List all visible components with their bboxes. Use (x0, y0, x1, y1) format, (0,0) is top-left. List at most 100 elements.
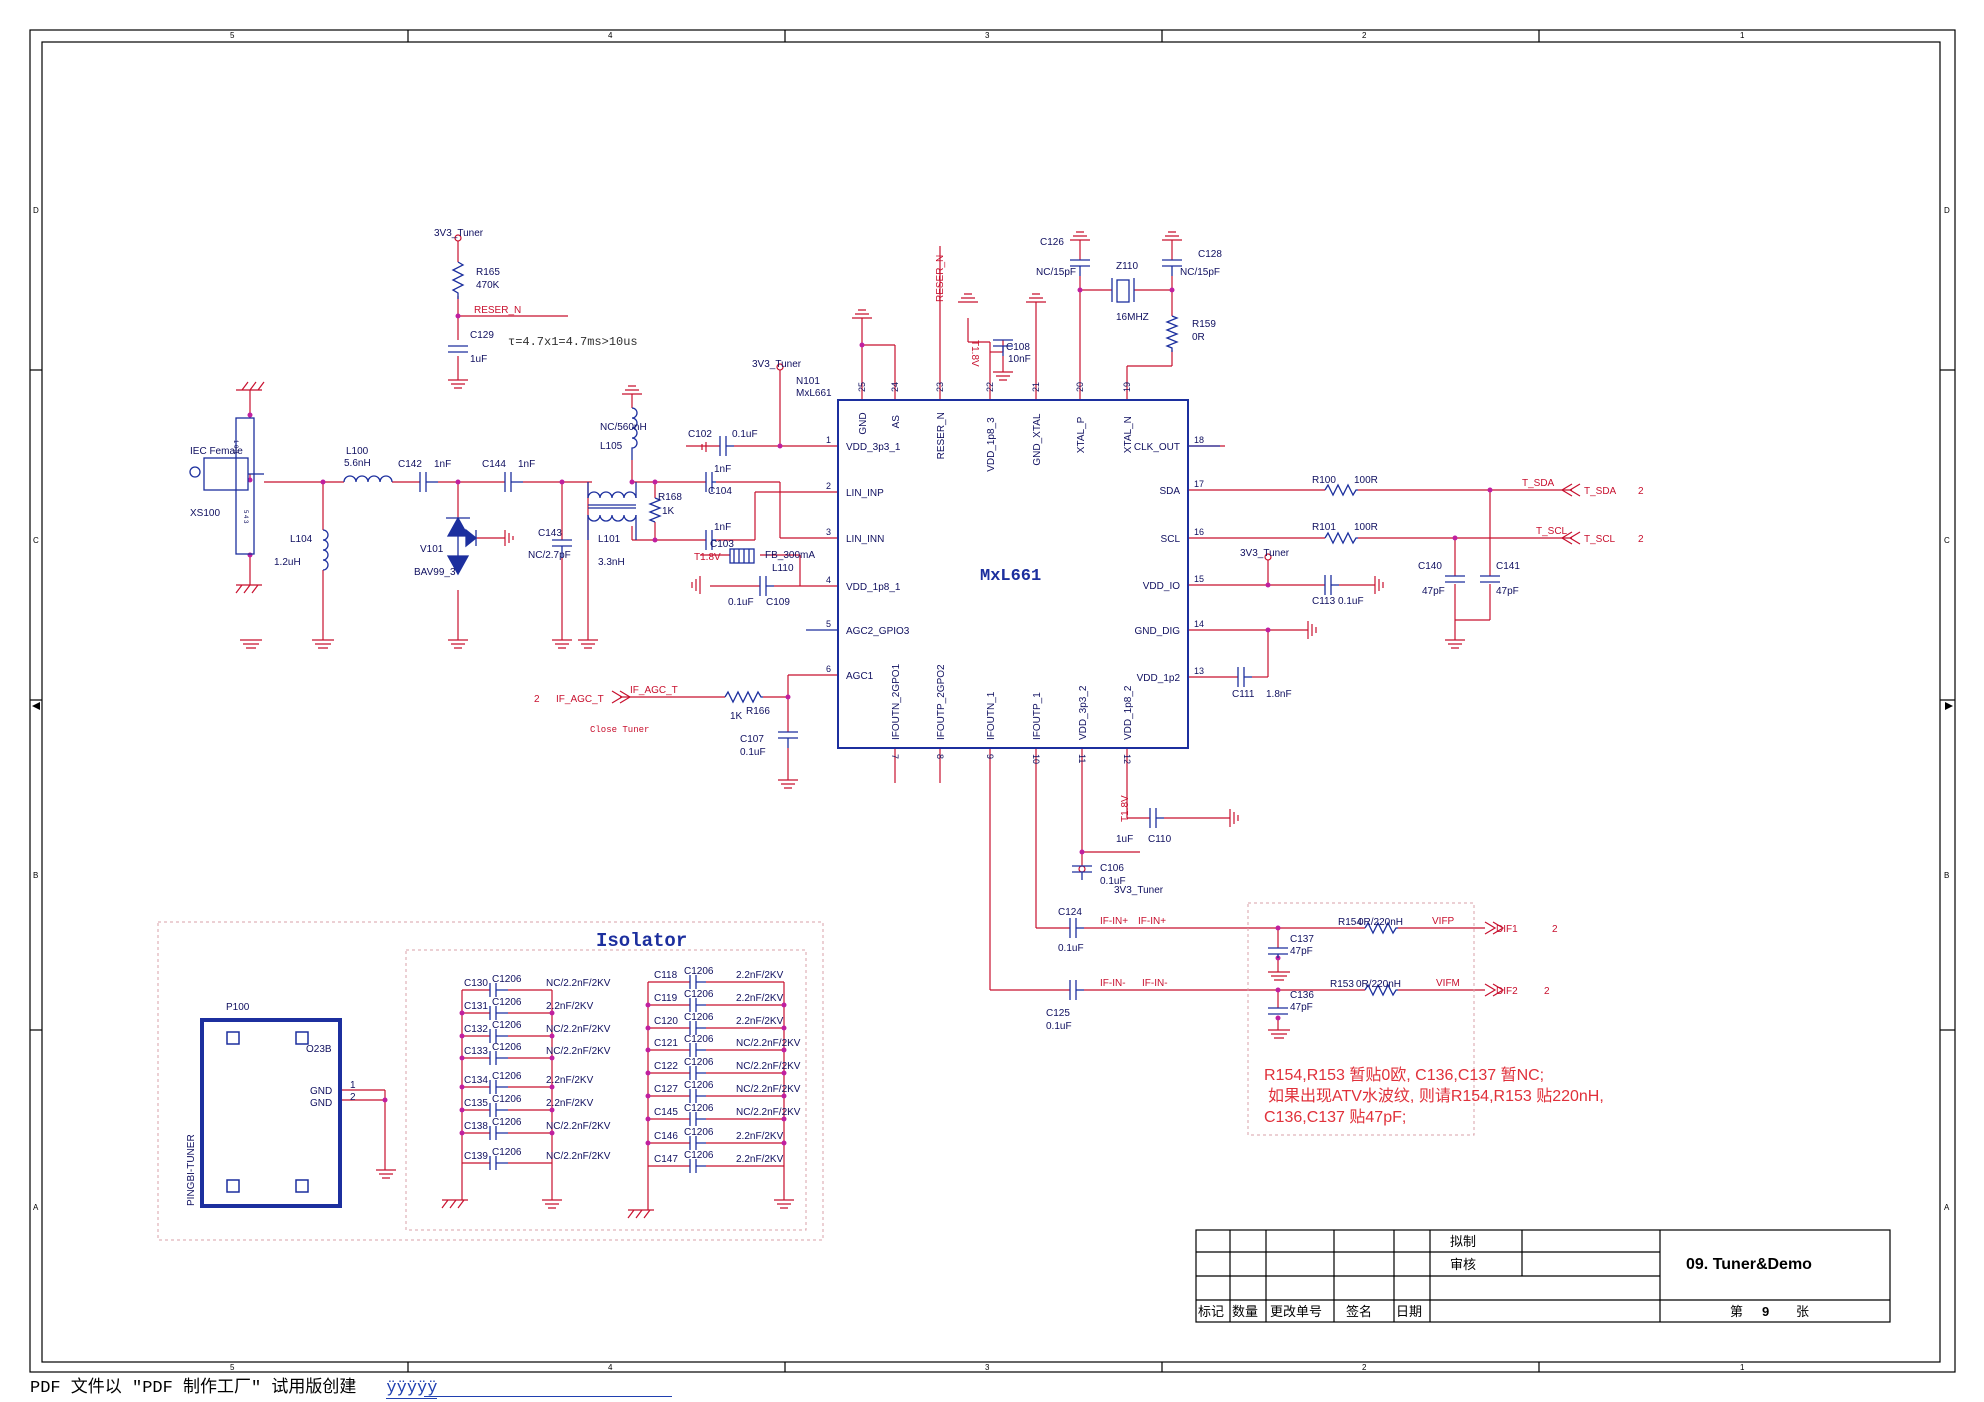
chip-pin-number: 12 (1122, 754, 1132, 764)
isolator-cap-package: C1206 (492, 1042, 522, 1053)
chip-pin-number: 1 (826, 435, 831, 445)
isolator-cap-value: 2.2nF/2KV (736, 1131, 784, 1142)
frame-zone-labels: 5 4 3 2 1 5 4 3 2 1 D C B A D C B A (33, 31, 1950, 1372)
net-if-in-n: IF-IN- (1100, 978, 1126, 989)
r101-value: 100R (1354, 522, 1378, 533)
c102-ref: C102 (688, 429, 712, 440)
net-t-sda: T_SDA (1522, 478, 1555, 489)
l104-value: 1.2uH (274, 557, 301, 568)
c125-ref: C125 (1046, 1008, 1070, 1019)
chip-pin-number: 8 (935, 754, 945, 759)
footer-text: PDF 文件以 "PDF 制作工厂" 试用版创建 (30, 1379, 357, 1398)
isolator-cap-value: 2.2nF/2KV (546, 1001, 594, 1012)
close-tuner-note: Close Tuner (590, 725, 649, 735)
row-label: C (33, 536, 39, 545)
isolator-cap-ref: C131 (464, 1001, 488, 1012)
c113-ref: C113 (1312, 596, 1336, 607)
chip-pin-number: 11 (1077, 754, 1087, 763)
c140-value: 47pF (1422, 586, 1445, 597)
chip-pin-number: 18 (1194, 435, 1204, 445)
isolator-cap-ref: C122 (654, 1061, 678, 1072)
l100-value: 5.6nH (344, 458, 371, 469)
l105-symbol (631, 407, 638, 460)
r168-value: 1K (662, 506, 675, 517)
isolator-cap-value: 2.2nF/2KV (736, 970, 784, 981)
chip-ref: N101 (796, 376, 820, 387)
rework-note: R154,R153 暂贴0欧, C136,C137 暂NC; 如果出现ATV水波… (1264, 1066, 1604, 1126)
c106-value: 0.1uF (1100, 876, 1126, 887)
chip-pin-number: 3 (826, 527, 831, 537)
chip-pin-number: 22 (985, 382, 995, 392)
c108-ref: C108 (1006, 342, 1030, 353)
title-header-change: 更改单号 (1270, 1304, 1322, 1319)
l104-symbol (322, 529, 329, 571)
net-t-scl: T_SCL (1536, 526, 1568, 537)
iec-pins-right: 5 4 3 (242, 510, 248, 524)
chip-pin-name: IFOUTN_1 (986, 691, 997, 740)
title-header-sign: 签名 (1346, 1304, 1372, 1319)
chip-pin-number: 15 (1194, 574, 1204, 584)
title-header-mark: 标记 (1198, 1304, 1224, 1319)
frame-arrow-right (1945, 702, 1953, 710)
xs100-ref: XS100 (190, 508, 220, 519)
c137-value: 47pF (1290, 946, 1313, 957)
chip-pin-name: VDD_1p2 (1137, 673, 1181, 684)
net-if-in-p: IF-IN+ (1100, 916, 1128, 927)
net-t1v8: T1.8V (1120, 795, 1131, 822)
chip-pin-name: RESER_N (936, 412, 947, 459)
chip-pin-number: 7 (890, 754, 900, 759)
isolator-cap-package: C1206 (684, 1012, 714, 1023)
c111-ref: C111 (1232, 689, 1255, 700)
net-vifp: VIFP (1432, 916, 1455, 927)
net-if-agc-t: IF_AGC_T (556, 694, 604, 705)
l105-value: NC/560nH (600, 422, 647, 433)
chip-pin-name: VDD_1p8_2 (1123, 685, 1134, 740)
chip-pin-number: 4 (826, 575, 831, 585)
chip-pin-number: 9 (985, 754, 995, 759)
net-3v3-tuner: 3V3_Tuner (1114, 885, 1164, 896)
isolator-cap-value: 2.2nF/2KV (736, 1154, 784, 1165)
col-label: 5 (230, 1363, 235, 1372)
footer-link[interactable]: ÿÿÿÿÿ (386, 1379, 438, 1399)
power-flags (454, 234, 1272, 873)
net-vifm: VIFM (1436, 978, 1460, 989)
c126-ref: C126 (1040, 237, 1064, 248)
isolator-cap-ref: C135 (464, 1098, 488, 1109)
col-label: 1 (1740, 31, 1745, 40)
wires (249, 240, 1572, 1210)
r159-value: 0R (1192, 332, 1205, 343)
isolator-cap-ref: C145 (654, 1107, 678, 1118)
isolator-cap-package: C1206 (684, 1080, 714, 1091)
mxl661-chip-body (837, 399, 1189, 749)
r154-value: 0R/220nH (1358, 917, 1403, 928)
chip-pin-number: 10 (1031, 754, 1041, 764)
isolator-cap-value: NC/2.2nF/2KV (736, 1038, 801, 1049)
chip-pin-name: IFOUTN_2GPO1 (891, 663, 902, 740)
chip-pins: 25GND24AS23RESER_N22VDD_1p8_321GND_XTAL2… (826, 382, 1204, 764)
iec-label: IEC Female (190, 446, 243, 457)
net-if-agc-t-flag: IF_AGC_T (630, 685, 678, 696)
title-block (1195, 1229, 1891, 1323)
isolator-cap-value: NC/2.2nF/2KV (736, 1084, 801, 1095)
isolator-cap-package: C1206 (492, 1071, 522, 1082)
l110-ref: L110 (772, 563, 794, 574)
row-label: B (1944, 871, 1949, 880)
isolator-cap-ref: C132 (464, 1024, 488, 1035)
row-label: C (1944, 536, 1950, 545)
chip-pin-number: 13 (1194, 666, 1204, 676)
chip-pin-number: 17 (1194, 479, 1204, 489)
frame-arrow-left (32, 702, 40, 710)
chip-pin-number: 5 (826, 619, 831, 629)
chip-pin-number: 6 (826, 664, 831, 674)
c104-ref: C104 (708, 486, 732, 497)
footer-rule (424, 1396, 672, 1397)
c141-ref: C141 (1496, 561, 1520, 572)
net-if-in-p-2: IF-IN+ (1138, 916, 1166, 927)
isolator-cap-ref: C120 (654, 1016, 678, 1027)
tau-note: τ=4.7x1=4.7ms>10us (508, 335, 638, 349)
chip-pin-name: XTAL_P (1076, 416, 1087, 453)
r168-ref: R168 (658, 492, 682, 503)
isolator-cap-ref: C139 (464, 1151, 488, 1162)
net-reser-n: RESER_N (474, 305, 521, 316)
